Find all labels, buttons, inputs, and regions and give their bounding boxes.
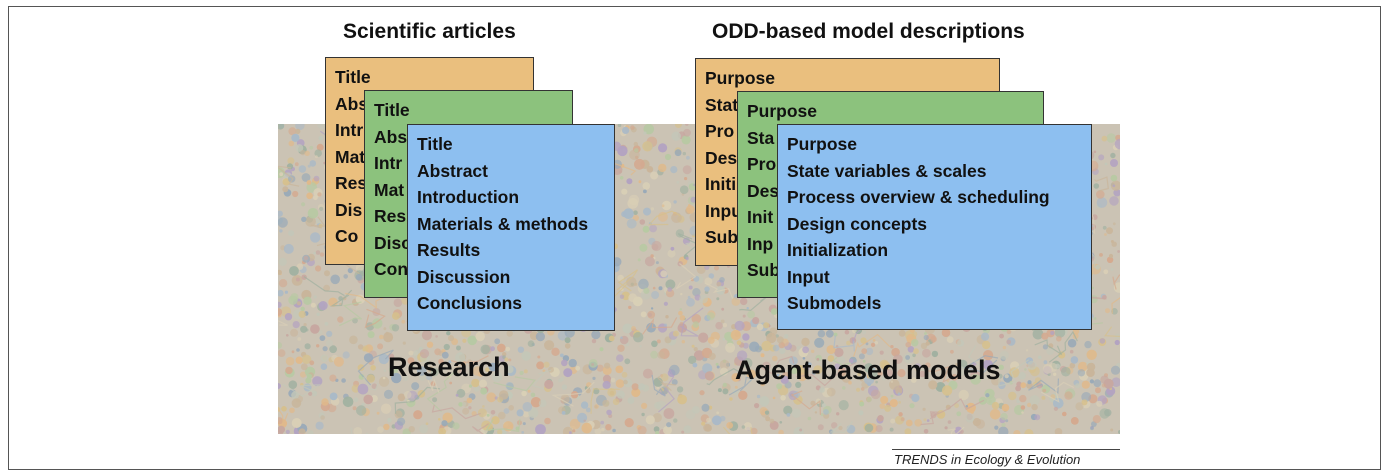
card-line: Sta (747, 127, 775, 148)
card-line: Initi (705, 174, 737, 194)
card-line: Res (374, 206, 407, 226)
card-line: Results (417, 240, 481, 260)
card-line: Sub (705, 227, 739, 247)
card-line: Process overview & scheduling (787, 187, 1050, 207)
agent-based-models-label: Agent-based models (735, 355, 1001, 385)
scientific-articles-heading: Scientific articles (343, 20, 516, 43)
card-line: Des (747, 180, 780, 201)
card-line: Conclusions (417, 293, 523, 313)
odd-card-front: Purpose State variables & scales Process… (777, 124, 1092, 330)
card-line: State variables & scales (787, 160, 987, 181)
card-line: Con (374, 259, 409, 279)
card-line: Title (335, 67, 371, 87)
card-line: Purpose (747, 101, 818, 121)
card-line: Intr (374, 153, 403, 173)
card-line: Submodels (787, 293, 882, 313)
card-line: Mat (374, 179, 405, 200)
card-line: Dis (335, 199, 363, 220)
card-line: Purpose (787, 134, 858, 154)
card-line: Abs (374, 126, 408, 147)
journal-credit: TRENDS in Ecology & Evolution (894, 452, 1081, 467)
card-line: Introduction (417, 187, 520, 207)
card-line: Initialization (787, 240, 889, 260)
card-line: Des (705, 147, 738, 168)
card-line: Inpu (705, 200, 742, 221)
article-card-front: Title Abstract Introduction Materials & … (407, 124, 615, 331)
card-line: Init (747, 207, 774, 227)
card-line: Title (417, 134, 453, 154)
card-line: Materials & methods (417, 213, 589, 234)
card-line: Stat (705, 94, 739, 115)
card-line: Title (374, 100, 410, 120)
card-line: Res (335, 173, 368, 193)
footer-rule (892, 449, 1120, 450)
card-line: Abstract (417, 160, 488, 181)
research-label: Research (388, 352, 510, 382)
card-line: Design concepts (787, 213, 928, 234)
odd-descriptions-heading: ODD-based model descriptions (712, 20, 1025, 43)
card-line: Input (787, 266, 830, 287)
card-line: Co (335, 226, 359, 246)
card-line: Purpose (705, 68, 776, 88)
card-line: Mat (335, 146, 366, 167)
card-line: Abs (335, 93, 369, 114)
card-line: Disc (374, 232, 411, 253)
card-line: Pro (705, 121, 735, 141)
card-line: Inp (747, 233, 774, 254)
card-line: Discussion (417, 266, 511, 287)
card-line: Sub (747, 260, 781, 280)
card-line: Intr (335, 120, 364, 140)
card-line: Pro (747, 154, 777, 174)
